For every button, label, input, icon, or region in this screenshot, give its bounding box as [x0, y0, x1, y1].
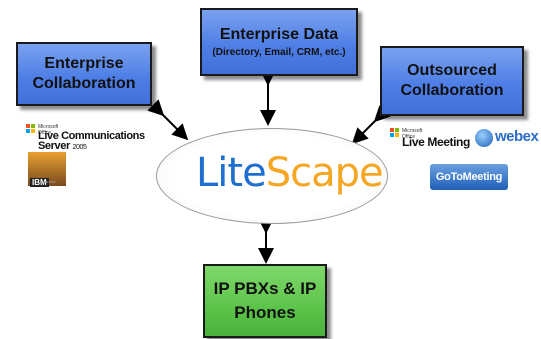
logo-part-lite: Lite	[196, 150, 267, 196]
litescape-logo: LiteScape	[196, 150, 384, 196]
microsoft-flag-icon	[390, 128, 400, 138]
livemeeting-office-label: Microsoft Office	[402, 128, 423, 140]
ip-phones-box: IP PBXs & IP Phones	[203, 264, 327, 338]
litescape-hub	[156, 128, 388, 224]
ibm-label: IBM	[30, 178, 49, 187]
logo-part-scape: Scape	[265, 150, 384, 196]
lcs-year: 2005	[72, 144, 87, 151]
lcs-office-label: Microsoft Office	[38, 124, 59, 136]
webex-logo: webex	[495, 128, 539, 145]
arrow-outsourced-hub	[351, 105, 391, 145]
gotomeeting-logo: GoToMeeting	[430, 164, 508, 190]
microsoft-flag-icon	[26, 124, 36, 134]
outsourced-collaboration-title: Outsourced Collaboration	[400, 62, 504, 99]
enterprise-data-box: Enterprise Data (Directory, Email, CRM, …	[200, 8, 358, 76]
enterprise-collaboration-title: Enterprise Collaboration	[32, 55, 136, 92]
livemeeting-name: Live Meeting	[402, 135, 470, 149]
lcs-line2: Server 2005	[38, 140, 87, 152]
lcs-server: Server	[38, 140, 70, 152]
outsourced-collaboration-box: Outsourced Collaboration	[380, 46, 524, 116]
enterprise-collaboration-box: Enterprise Collaboration	[16, 42, 152, 106]
ip-phones-title: IP PBXs & IP Phones	[213, 279, 317, 322]
lcs-line1: Live Communications	[38, 130, 145, 142]
sametime-label: SAMETIME	[40, 180, 56, 184]
enterprise-data-subtitle: (Directory, Email, CRM, etc.)	[212, 47, 346, 58]
arrow-collab-hub	[147, 99, 189, 141]
webex-globe-icon	[475, 129, 493, 147]
enterprise-data-title: Enterprise Data	[219, 26, 339, 43]
